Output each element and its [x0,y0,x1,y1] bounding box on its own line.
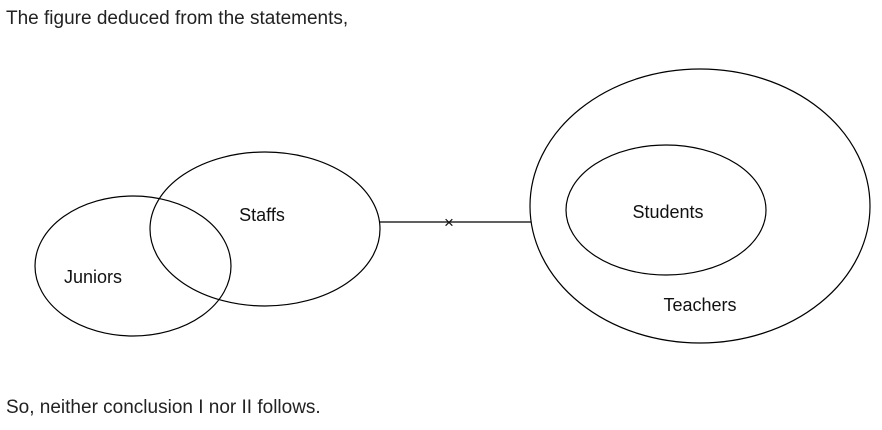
teachers-circle [529,68,871,344]
staffs-label: Staffs [239,205,285,225]
juniors-circle [34,195,232,337]
intro-text: The figure deduced from the statements, [6,8,349,29]
connector-cross-mark: × [444,213,454,232]
students-label: Students [632,202,703,222]
teachers-label: Teachers [663,295,736,315]
staffs-circle [149,151,381,307]
conclusion-text: So, neither conclusion I nor II follows. [6,397,321,418]
students-circle [565,144,767,276]
juniors-label: Juniors [64,267,122,287]
